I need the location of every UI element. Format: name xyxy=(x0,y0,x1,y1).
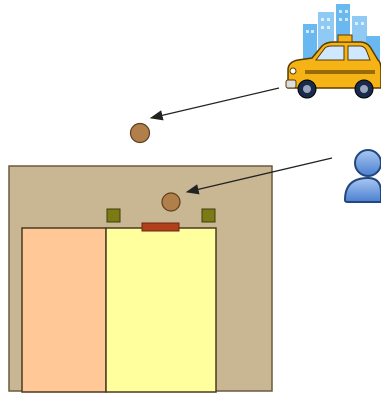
square-left-icon xyxy=(106,208,121,223)
left-panel xyxy=(21,227,107,393)
square-right-icon xyxy=(201,208,216,223)
ball-upper-icon xyxy=(129,122,151,144)
person-icon xyxy=(343,149,381,203)
arrow-from-taxi xyxy=(149,87,280,121)
red-bar xyxy=(141,222,180,232)
arrow-from-person xyxy=(185,157,333,195)
right-panel xyxy=(105,227,217,393)
taxi-city-icon xyxy=(285,4,381,99)
ball-lower-icon xyxy=(161,192,181,212)
